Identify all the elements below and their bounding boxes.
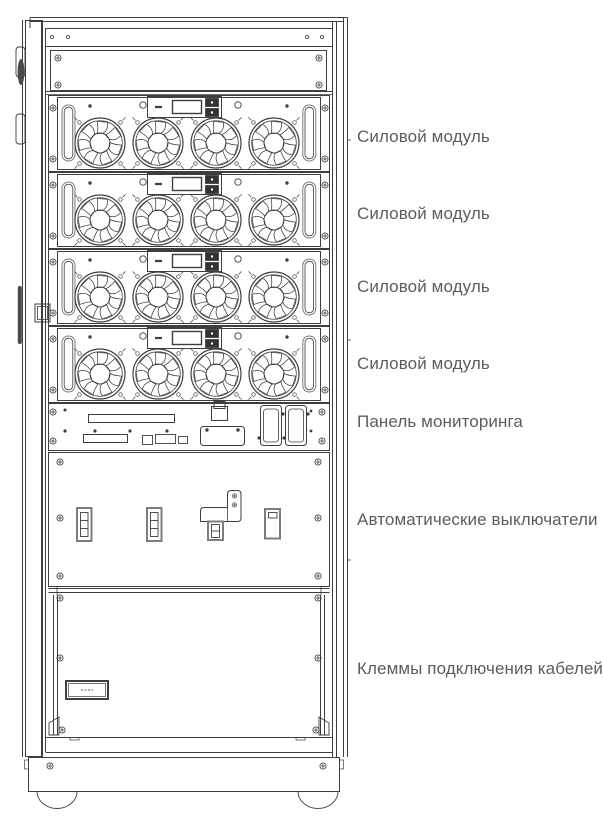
connector-port-icon [211, 401, 228, 421]
power-module-2 [49, 173, 330, 249]
interface-slot [83, 434, 128, 443]
caster-left-icon [36, 791, 78, 809]
circuit-breaker-1[interactable] [76, 507, 93, 542]
breaker-section [48, 452, 330, 587]
cable-terminal-compartment [48, 595, 330, 736]
caster-right-icon [297, 791, 339, 809]
label-cable-terminals: Клеммы подключения кабелей [357, 659, 603, 678]
monitoring-panel [48, 401, 330, 451]
circuit-breaker-4[interactable] [264, 508, 281, 540]
label-circuit-breakers: Автоматические выключатели [357, 510, 598, 529]
bottom-door-edge [45, 737, 333, 753]
mid-rails [48, 586, 330, 602]
cabinet-base [24, 757, 344, 809]
cabinet-left-door-edge [15, 20, 51, 757]
top-blank-panel [45, 50, 333, 95]
power-module-3 [49, 250, 330, 326]
door-hinge-icon [17, 59, 25, 85]
power-module-1 [49, 96, 330, 172]
label-power-module-2: Силовой модуль [357, 204, 490, 223]
card-slot [88, 414, 175, 423]
label-power-module-4: Силовой модуль [357, 354, 490, 373]
label-power-module-3: Силовой модуль [357, 277, 490, 296]
top-band [45, 28, 333, 47]
nameplate [65, 680, 109, 700]
circuit-breaker-3[interactable] [200, 490, 242, 541]
cabinet-frame [29, 17, 351, 757]
connector-block-left [257, 405, 285, 446]
display-module [200, 426, 245, 446]
power-module-4 [49, 327, 330, 403]
label-power-module-1: Силовой модуль [357, 127, 490, 146]
label-monitoring-panel: Панель мониторинга [357, 412, 523, 431]
circuit-breaker-2[interactable] [146, 507, 163, 542]
connector-block-right [282, 405, 310, 446]
